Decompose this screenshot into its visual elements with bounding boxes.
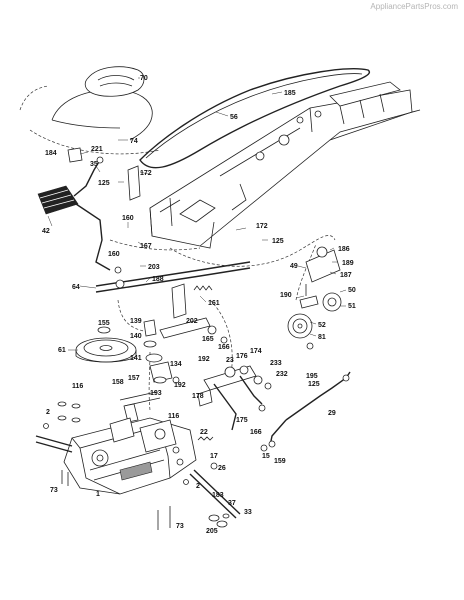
callout-188: 188 — [152, 276, 164, 283]
callout-26: 26 — [218, 465, 226, 472]
callout-74: 74 — [130, 138, 138, 145]
callout-232: 232 — [276, 371, 288, 378]
callout-174: 174 — [250, 348, 262, 355]
callout-160-b: 160 — [108, 251, 120, 258]
callout-125-c: 125 — [308, 381, 320, 388]
shaft-part-64 — [95, 261, 251, 293]
callout-187: 187 — [340, 272, 352, 279]
pulley-part-61 — [75, 337, 137, 363]
callout-160: 160 — [122, 215, 134, 222]
callout-233: 233 — [270, 360, 282, 367]
chassis-frame — [149, 81, 421, 249]
callout-157: 157 — [128, 375, 140, 382]
callout-185: 185 — [284, 90, 296, 97]
callout-161: 161 — [208, 300, 220, 307]
callout-125: 125 — [98, 180, 110, 187]
speed-control-levers — [197, 365, 272, 431]
callout-116: 116 — [72, 383, 83, 390]
idler-assembly — [287, 246, 342, 350]
callout-2: 2 — [46, 409, 50, 416]
clutch-brake-assembly — [119, 283, 228, 423]
callout-172-b: 172 — [256, 223, 268, 230]
leader-lines — [47, 77, 347, 351]
callout-64: 64 — [72, 284, 80, 291]
callout-166: 166 — [218, 344, 230, 351]
callout-22: 22 — [200, 429, 208, 436]
hub-part-155 — [97, 326, 111, 334]
callout-192-b: 192 — [174, 382, 186, 389]
callout-139: 139 — [130, 318, 142, 325]
callout-141: 141 — [130, 355, 142, 362]
callout-81: 81 — [318, 334, 326, 341]
callout-15: 15 — [262, 453, 270, 460]
callout-73: 73 — [50, 487, 58, 494]
callout-37: 37 — [228, 500, 236, 507]
callout-203: 203 — [148, 264, 160, 271]
callout-184: 184 — [45, 150, 57, 157]
transaxle-part-1 — [35, 417, 241, 519]
callout-166-b: 166 — [250, 429, 262, 436]
callout-172: 172 — [140, 170, 152, 177]
engine-cover-part-70 — [84, 66, 145, 97]
bracket-part-172 — [127, 165, 141, 201]
callout-50: 50 — [348, 287, 356, 294]
callout-73-b: 73 — [176, 523, 184, 530]
callout-29: 29 — [328, 410, 336, 417]
callout-158: 158 — [112, 379, 124, 386]
callout-195: 195 — [306, 373, 318, 380]
pedal-rod-part-35 — [73, 156, 111, 271]
callout-70: 70 — [140, 75, 148, 82]
callout-221: 221 — [91, 146, 103, 153]
drive-belt-part-56 — [139, 68, 371, 169]
callout-labels: 70 185 56 74 221 184 35 172 125 42 160 1… — [42, 75, 356, 535]
callout-175: 175 — [236, 417, 248, 424]
watermark: AppliancePartsPros.com — [370, 2, 458, 11]
callout-33: 33 — [244, 509, 252, 516]
callout-176: 176 — [236, 353, 248, 360]
hood-outline — [19, 85, 161, 155]
fasteners — [43, 401, 268, 530]
callout-165: 165 — [202, 336, 214, 343]
callout-49: 49 — [290, 263, 298, 270]
callout-202: 202 — [186, 318, 198, 325]
callout-140: 140 — [130, 333, 142, 340]
callout-167: 167 — [140, 243, 152, 250]
callout-183: 183 — [212, 492, 224, 499]
callout-192: 192 — [198, 356, 210, 363]
callout-35: 35 — [90, 161, 98, 168]
callout-2-b: 2 — [196, 483, 200, 490]
callout-205: 205 — [206, 528, 218, 535]
callout-190: 190 — [280, 292, 292, 299]
control-rod-part-29 — [268, 371, 351, 448]
callout-193: 193 — [150, 390, 162, 397]
callout-116-b: 116 — [168, 413, 179, 420]
callout-61: 61 — [58, 347, 66, 354]
callout-1: 1 — [96, 491, 100, 498]
spring-part-161 — [193, 285, 213, 291]
callout-125-b: 125 — [272, 238, 284, 245]
part-184 — [67, 147, 83, 163]
callout-23: 23 — [226, 357, 234, 364]
callout-134: 134 — [170, 361, 182, 368]
callout-52: 52 — [318, 322, 326, 329]
callout-186: 186 — [338, 246, 350, 253]
pedal-part-42 — [37, 185, 79, 215]
callout-17: 17 — [210, 453, 218, 460]
callout-178: 178 — [192, 393, 204, 400]
callout-56: 56 — [230, 114, 238, 121]
callout-51: 51 — [348, 303, 356, 310]
callout-42: 42 — [42, 228, 50, 235]
callout-155: 155 — [98, 320, 110, 327]
callout-159: 159 — [274, 458, 286, 465]
callout-189: 189 — [342, 260, 354, 267]
